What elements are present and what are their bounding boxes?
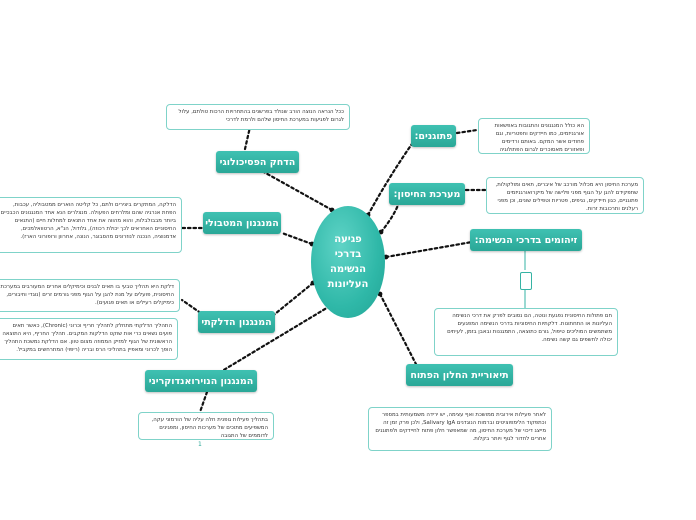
link-pathogens xyxy=(366,139,416,217)
link-window xyxy=(378,292,420,370)
topic-inflammatory-mechanism[interactable]: המנגנון הדלקתי xyxy=(198,311,275,333)
topic-psychological-stress[interactable]: הדחק הפסיכולוגי xyxy=(216,151,299,173)
note-inflammatory-definition[interactable]: דלקת היא תהליך טבעי בו תאים לבנים וכימיק… xyxy=(0,279,180,312)
note-metabolic-mechanism[interactable]: הדלקה, המתקרים ביצירים ולתם, כל קליטה הו… xyxy=(0,197,182,253)
note-neuroendocrine-mechanism[interactable]: בתהליך פעילות גופנית חלה עליה של הורמוני… xyxy=(138,412,274,440)
central-topic[interactable]: פגיעה בדרכי הנשימה העליונות xyxy=(311,206,385,318)
note-open-window-theory[interactable]: לאחר פעילות אירובית ממושכת ואף עצימה, יש… xyxy=(368,407,552,451)
infections-collapse-marker[interactable] xyxy=(520,272,532,290)
topic-open-window-theory[interactable]: תיאוריית החלון הפתוח xyxy=(406,364,513,386)
link-metabolic xyxy=(280,231,314,246)
note-psychological-stress[interactable]: ככל הנראה הנוצה הורב שנולד בפרשנים בהתחר… xyxy=(166,104,350,130)
topic-metabolic-mechanism[interactable]: המנגנון המטבולי xyxy=(203,212,281,234)
topic-immune-system[interactable]: מערכת החיסון: xyxy=(389,183,465,205)
link-psych-note xyxy=(243,125,252,151)
note-pathogens[interactable]: הא כולל המנגנונים והתגובות באפשאות אורגנ… xyxy=(478,118,590,154)
link-neuro xyxy=(215,304,332,376)
neuro-page-marker: 1 xyxy=(198,441,202,448)
link-neuro-note xyxy=(198,390,209,414)
note-inflammatory-process[interactable]: התהליך הדלקתי מתחלק לתהליך חריף וכרוני (… xyxy=(0,318,178,360)
link-infections xyxy=(384,240,474,259)
link-pathogens-note xyxy=(455,128,479,135)
topic-pathogens[interactable]: פתוגנים: xyxy=(411,125,456,147)
link-inflammatory xyxy=(268,281,315,320)
link-psych xyxy=(260,169,334,212)
note-respiratory-infections[interactable]: חם פתולות החיסונית נפגעת ונוטה, הם נסובי… xyxy=(434,308,618,356)
topic-neuroendocrine-mechanism[interactable]: המנגנון הנוירואנדוקריני xyxy=(145,370,257,392)
topic-respiratory-infections[interactable]: זיהומים בדרכי הנשימה: xyxy=(470,229,582,251)
note-immune-system[interactable]: מערכת החיסון היא מכלול מורכב של איברים, … xyxy=(486,177,644,214)
